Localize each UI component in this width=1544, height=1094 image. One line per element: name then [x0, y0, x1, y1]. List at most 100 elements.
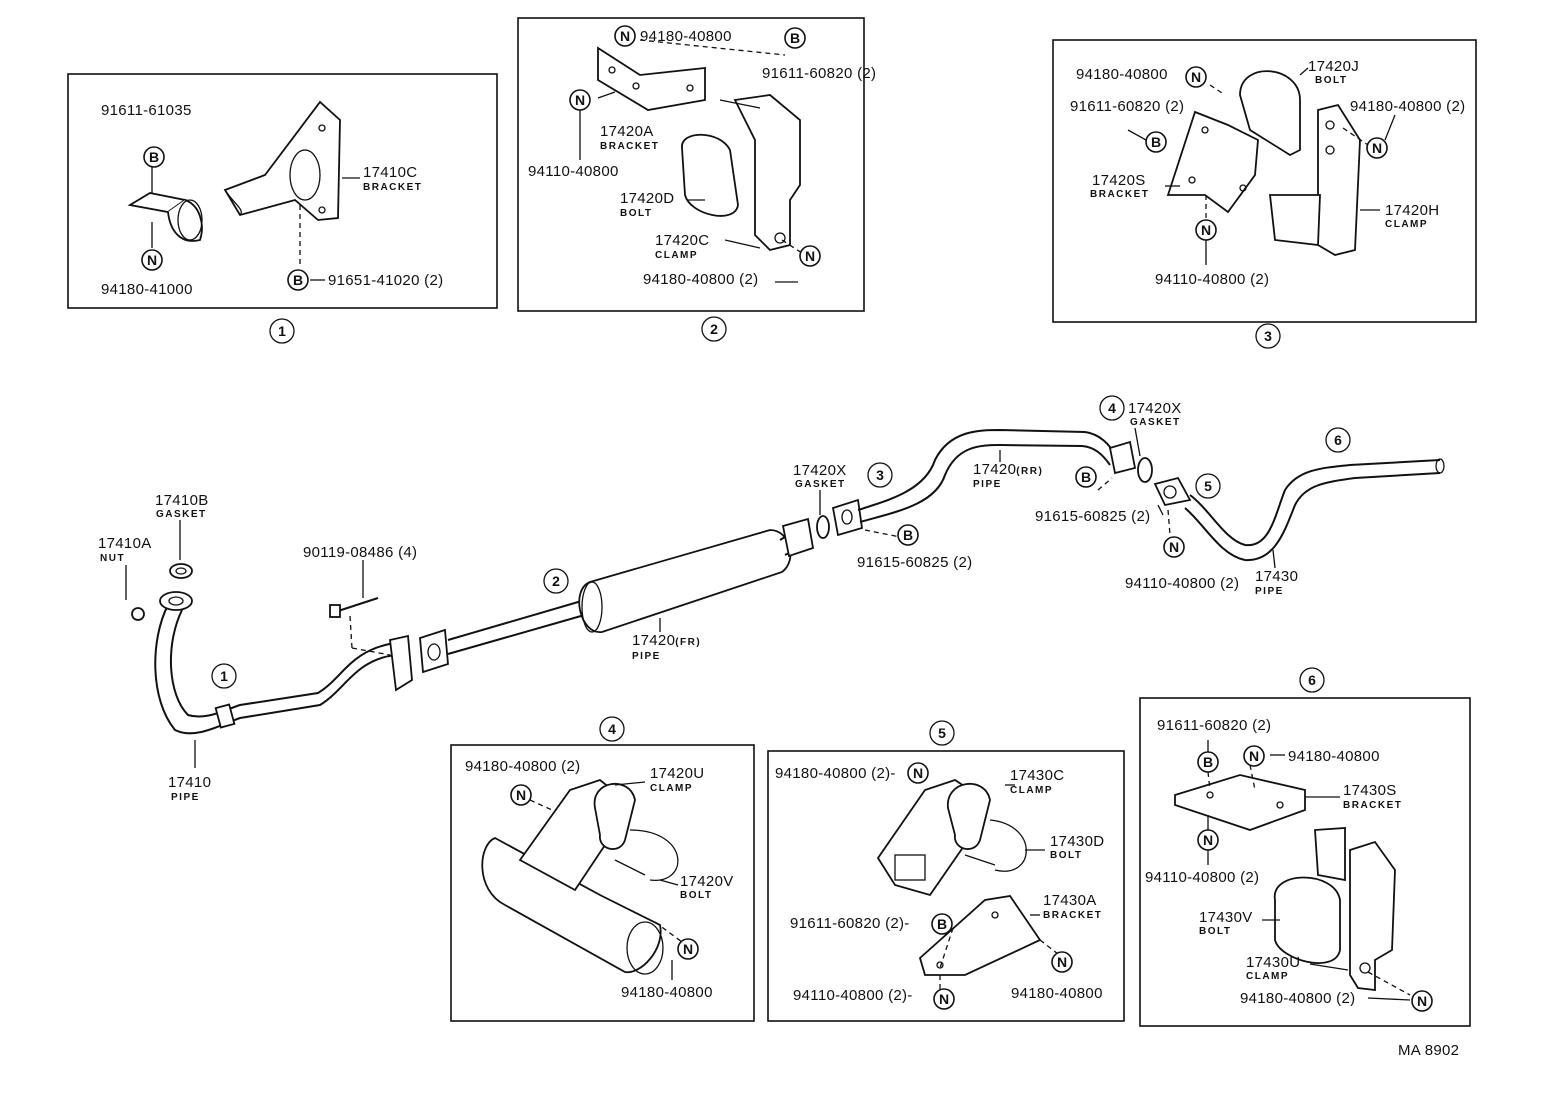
callout-6: 6	[1325, 427, 1351, 453]
svg-text:5: 5	[1204, 478, 1212, 494]
callout-3-top: 3	[1255, 323, 1281, 349]
detail-box-1: 91611-61035 B 17410C BRACKET N 94180-410…	[67, 73, 498, 309]
nut-symbol: N	[1195, 219, 1217, 241]
detail-box-4: 94180-40800 (2) N 17420U CLAMP 17420V BO…	[450, 744, 755, 1022]
label-91615-60825: 91615-60825 (2)	[857, 554, 972, 571]
svg-text:B: B	[903, 527, 913, 543]
svg-text:3: 3	[1264, 328, 1272, 344]
label-bolt: BOLT	[1315, 75, 1347, 86]
label-90119-08486: 90119-08486 (4)	[303, 544, 417, 561]
detail-box-3-frame	[1052, 39, 1477, 323]
nut-17410A-drawing	[131, 607, 145, 621]
nut-symbol: N	[1185, 66, 1207, 88]
nut-symbol: N	[1163, 536, 1185, 558]
bolt-symbol: B	[1075, 466, 1097, 488]
drawing-code: MA 8902	[1398, 1042, 1459, 1059]
detail-box-3: 17420J BOLT 94180-40800 N 94180-40800 (2…	[1052, 39, 1477, 323]
callout-4-bottom: 4	[599, 716, 625, 742]
detail-box-5-frame	[767, 750, 1125, 1022]
label-17410A: 17410A	[98, 535, 152, 552]
exhaust-assembly	[131, 428, 1445, 735]
label-pipe: PIPE	[1255, 586, 1284, 597]
svg-text:N: N	[1201, 222, 1211, 238]
svg-text:N: N	[147, 252, 157, 268]
bolt-symbol: B	[143, 146, 165, 168]
nut-symbol: N	[933, 988, 955, 1010]
label-clamp: CLAMP	[655, 250, 698, 261]
label-clamp: CLAMP	[1385, 219, 1428, 230]
label-17420X-rr: 17420X	[1128, 400, 1182, 417]
label-17410C: 17410C	[363, 164, 417, 181]
label-bracket: BRACKET	[1090, 189, 1149, 200]
label-91611-60820: 91611-60820 (2)	[762, 65, 876, 82]
bolt-symbol: B	[287, 269, 309, 291]
detail-box-5: 94180-40800 (2)- N 17430C CLAMP 17430D B…	[767, 750, 1125, 1022]
callout-4: 4	[1099, 395, 1125, 421]
label-17410: 17410	[168, 774, 211, 791]
svg-text:5: 5	[938, 725, 946, 741]
svg-text:N: N	[1057, 954, 1067, 970]
nut-symbol: N	[141, 249, 163, 271]
clamp-drawing-17430U	[1274, 827, 1396, 992]
svg-text:B: B	[1151, 134, 1161, 150]
label-94180-40800: 94180-40800	[1011, 985, 1103, 1002]
callout-1: 1	[211, 663, 237, 689]
muffler-drawing	[578, 529, 792, 633]
label-clamp: CLAMP	[1246, 971, 1289, 982]
label-bracket: BRACKET	[1043, 910, 1102, 921]
bolt-symbol: B	[1145, 131, 1167, 153]
label-nut: NUT	[100, 553, 125, 564]
svg-text:N: N	[1417, 993, 1427, 1009]
svg-text:N: N	[1191, 69, 1201, 85]
callout-2-top: 2	[701, 316, 727, 342]
nut-symbol: N	[1411, 990, 1433, 1012]
label-17430S: 17430S	[1343, 782, 1397, 799]
nut-symbol: N	[907, 762, 929, 784]
svg-text:B: B	[293, 272, 303, 288]
bracket-drawing-17420S	[1166, 110, 1259, 214]
bolt-symbol: B	[897, 524, 919, 546]
label-17420U: 17420U	[650, 765, 704, 782]
detail-box-1-frame	[67, 73, 498, 309]
label-17430U: 17430U	[1246, 954, 1300, 971]
label-17430A: 17430A	[1043, 892, 1097, 909]
detail-box-6: 91611-60820 (2) B N 94180-40800 17430S B…	[1139, 697, 1471, 1027]
label-bolt: BOLT	[620, 208, 652, 219]
label-gasket: GASKET	[795, 479, 846, 490]
label-94180-40800: 94180-40800	[1288, 748, 1380, 765]
label-17410B: 17410B	[155, 492, 209, 509]
bracket-drawing-17430S	[1174, 774, 1306, 831]
label-17430D: 17430D	[1050, 833, 1104, 850]
callout-6-bottom: 6	[1299, 667, 1325, 693]
label-91611-60820: 91611-60820 (2)	[1157, 717, 1271, 734]
label-94180-40800: 94180-40800	[1076, 66, 1168, 83]
label-94180-40800-2: 94180-40800 (2)	[1350, 98, 1465, 115]
nut-symbol: N	[1243, 745, 1265, 767]
label-17430C: 17430C	[1010, 767, 1064, 784]
callout-2: 2	[543, 568, 569, 594]
svg-text:N: N	[516, 787, 526, 803]
label-bolt: BOLT	[680, 890, 712, 901]
svg-text:2: 2	[710, 321, 718, 337]
callout-3: 3	[867, 462, 893, 488]
svg-text:4: 4	[608, 721, 616, 737]
detail-box-4-frame	[450, 744, 755, 1022]
bolt-symbol: B	[784, 27, 806, 49]
detail-box-2: N 94180-40800 B 91611-60820 (2) N 17420A…	[517, 17, 876, 312]
callout-5-bottom: 5	[929, 720, 955, 746]
label-94110-40800: 94110-40800	[528, 163, 619, 180]
label-bracket: BRACKET	[363, 182, 422, 193]
nut-symbol: N	[614, 25, 636, 47]
svg-text:B: B	[1203, 754, 1213, 770]
nut-symbol: N	[569, 89, 591, 111]
label-17420S: 17420S	[1092, 172, 1146, 189]
label-94180-40800-2: 94180-40800 (2)-	[775, 765, 896, 782]
svg-text:N: N	[913, 765, 923, 781]
bolt-symbol: B	[931, 913, 953, 935]
clamp-drawing-17420H	[1239, 70, 1361, 256]
bolt-90119-drawing	[334, 597, 379, 613]
label-pipe: PIPE	[632, 651, 661, 662]
svg-text:6: 6	[1308, 672, 1316, 688]
label-94180-40800: 94180-40800	[640, 28, 732, 45]
